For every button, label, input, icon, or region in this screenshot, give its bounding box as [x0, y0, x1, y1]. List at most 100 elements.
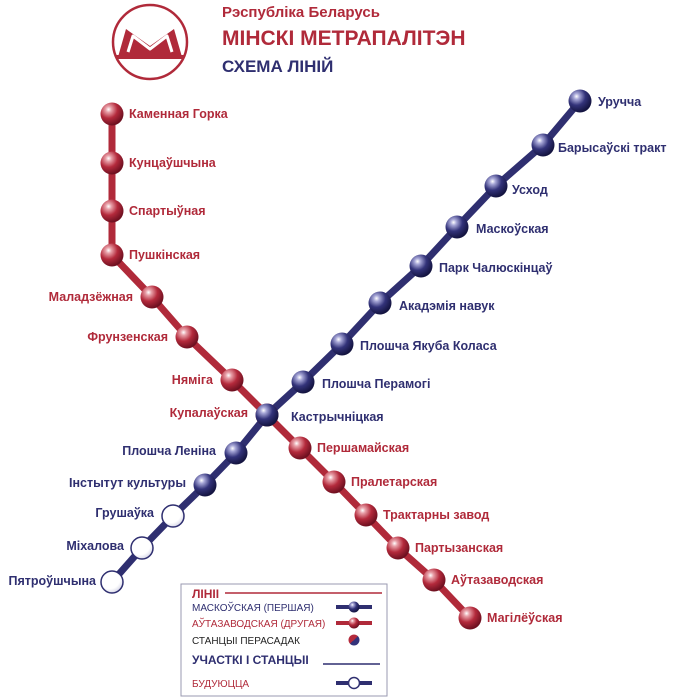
station-blue-marker	[484, 174, 508, 198]
legend: ЛІНІІ МАСКОЎСКАЯ (ПЕРШАЯ) АЎТАЗАВОДСКАЯ …	[180, 583, 388, 697]
station-label: Плошча Леніна	[122, 444, 217, 458]
station-label: Усход	[512, 183, 548, 197]
station-label: Міхалова	[66, 539, 125, 553]
station-blue-marker	[193, 473, 217, 497]
station-label: Пятроўшчына	[9, 574, 98, 588]
legend-blue-station-icon	[348, 601, 360, 613]
station-label: Плошча Якуба Коласа	[360, 339, 498, 353]
station-label: Аўтазаводская	[451, 573, 543, 587]
legend-item-transfer: СТАНЦЫІ ПЕРАСАДАК	[192, 636, 300, 647]
station-label: Уручча	[598, 95, 642, 109]
station-label: Пралетарская	[351, 475, 437, 489]
station-label: Няміга	[172, 373, 214, 387]
station-red-6[interactable]: Няміга	[172, 368, 244, 392]
station-red-12[interactable]: Аўтазаводская	[422, 568, 544, 592]
station-red-8[interactable]: Першамайская	[288, 436, 410, 460]
station-red-9[interactable]: Пралетарская	[322, 470, 438, 494]
legend-red-station-icon	[348, 617, 360, 629]
station-red-0[interactable]: Каменная Горка	[100, 102, 229, 126]
station-label: Акадэмія навук	[399, 299, 495, 313]
legend-transfer-station-icon	[348, 634, 360, 646]
station-blue-10[interactable]: Інстытут культуры	[69, 473, 217, 497]
station-label: Пушкінская	[129, 248, 200, 262]
station-red-10[interactable]: Трактарны завод	[354, 503, 490, 527]
station-blue-5[interactable]: Акадэмія навук	[368, 291, 496, 315]
header-subtitle: СХЕМА ЛІНІЙ	[222, 57, 333, 76]
station-red-marker	[422, 568, 446, 592]
station-red-marker	[458, 606, 482, 630]
legend-heading: ЛІНІІ	[192, 587, 219, 601]
station-label: Кастрычніцкая	[291, 410, 384, 424]
legend-future-label: БУДУЮЦЦА	[192, 679, 249, 690]
station-blue-4[interactable]: Парк Чалюскінцаў	[409, 254, 553, 278]
station-red-marker	[175, 325, 199, 349]
station-blue-marker	[531, 133, 555, 157]
legend-sections-heading: УЧАСТКІ І СТАНЦЫІ	[192, 653, 309, 667]
metro-logo	[111, 3, 189, 81]
metro-lines	[108, 98, 583, 621]
station-label: Купалаўская	[170, 406, 248, 420]
station-blue-marker	[330, 332, 354, 356]
station-red-marker	[220, 368, 244, 392]
station-label: Першамайская	[317, 441, 409, 455]
station-label: Барысаўскі тракт	[558, 141, 667, 155]
station-label: Інстытут культуры	[69, 476, 186, 490]
station-future-marker	[130, 536, 154, 560]
station-future-2[interactable]: Пятроўшчына	[9, 570, 124, 594]
station-blue-2[interactable]: Усход	[484, 174, 548, 198]
station-red-marker	[386, 536, 410, 560]
station-red-5[interactable]: Фрунзенская	[87, 325, 199, 349]
station-label: Спартыўная	[129, 204, 206, 218]
station-future-marker	[161, 504, 185, 528]
station-label: Кунцаўшчына	[129, 156, 217, 170]
station-red-marker	[322, 470, 346, 494]
station-label: Плошча Перамогі	[322, 377, 430, 391]
station-blue-8[interactable]: Кастрычніцкая	[255, 403, 384, 427]
legend-future-station-icon	[347, 676, 361, 690]
station-blue-7[interactable]: Плошча Перамогі	[291, 370, 431, 394]
station-label: Партызанская	[415, 541, 503, 555]
station-red-marker	[100, 199, 124, 223]
station-blue-marker	[368, 291, 392, 315]
station-label: Каменная Горка	[129, 107, 229, 121]
station-red-4[interactable]: Маладзёжная	[49, 285, 164, 309]
station-blue-3[interactable]: Маскоўская	[445, 215, 549, 239]
station-blue-9[interactable]: Плошча Леніна	[122, 441, 248, 465]
station-label: Фрунзенская	[87, 330, 168, 344]
metro-stations: Каменная ГоркаКунцаўшчынаСпартыўнаяПушкі…	[9, 89, 667, 630]
station-red-11[interactable]: Партызанская	[386, 536, 504, 560]
station-future-1[interactable]: Міхалова	[66, 536, 154, 560]
station-red-marker	[100, 151, 124, 175]
header-country: Рэспубліка Беларусь	[222, 4, 380, 21]
station-red-2[interactable]: Спартыўная	[100, 199, 206, 223]
station-future-marker	[100, 570, 124, 594]
station-label: Маскоўская	[476, 222, 549, 236]
station-red-marker	[354, 503, 378, 527]
station-label: Грушаўка	[95, 506, 155, 520]
station-future-0[interactable]: Грушаўка	[95, 504, 185, 528]
station-red-marker	[100, 102, 124, 126]
station-red-13[interactable]: Магілёўская	[458, 606, 563, 630]
station-label: Маладзёжная	[49, 290, 133, 304]
legend-item-blue: МАСКОЎСКАЯ (ПЕРШАЯ)	[192, 601, 314, 614]
station-red-marker	[100, 243, 124, 267]
station-label: Трактарны завод	[383, 508, 489, 522]
station-red-marker	[288, 436, 312, 460]
header-title: МІНСКІ МЕТРАПАЛІТЭН	[222, 27, 466, 50]
station-blue-0[interactable]: Уручча	[568, 89, 643, 113]
station-blue-marker	[568, 89, 592, 113]
station-blue-marker	[291, 370, 315, 394]
station-red-3[interactable]: Пушкінская	[100, 243, 201, 267]
station-blue-marker	[255, 403, 279, 427]
station-red-1[interactable]: Кунцаўшчына	[100, 151, 217, 175]
station-red-marker	[140, 285, 164, 309]
legend-item-red: АЎТАЗАВОДСКАЯ (ДРУГАЯ)	[192, 617, 325, 630]
station-label: Парк Чалюскінцаў	[439, 261, 553, 275]
station-blue-marker	[409, 254, 433, 278]
station-blue-1[interactable]: Барысаўскі тракт	[531, 133, 667, 157]
station-blue-marker	[445, 215, 469, 239]
station-blue-6[interactable]: Плошча Якуба Коласа	[330, 332, 498, 356]
station-blue-marker	[224, 441, 248, 465]
station-label: Магілёўская	[487, 611, 563, 625]
